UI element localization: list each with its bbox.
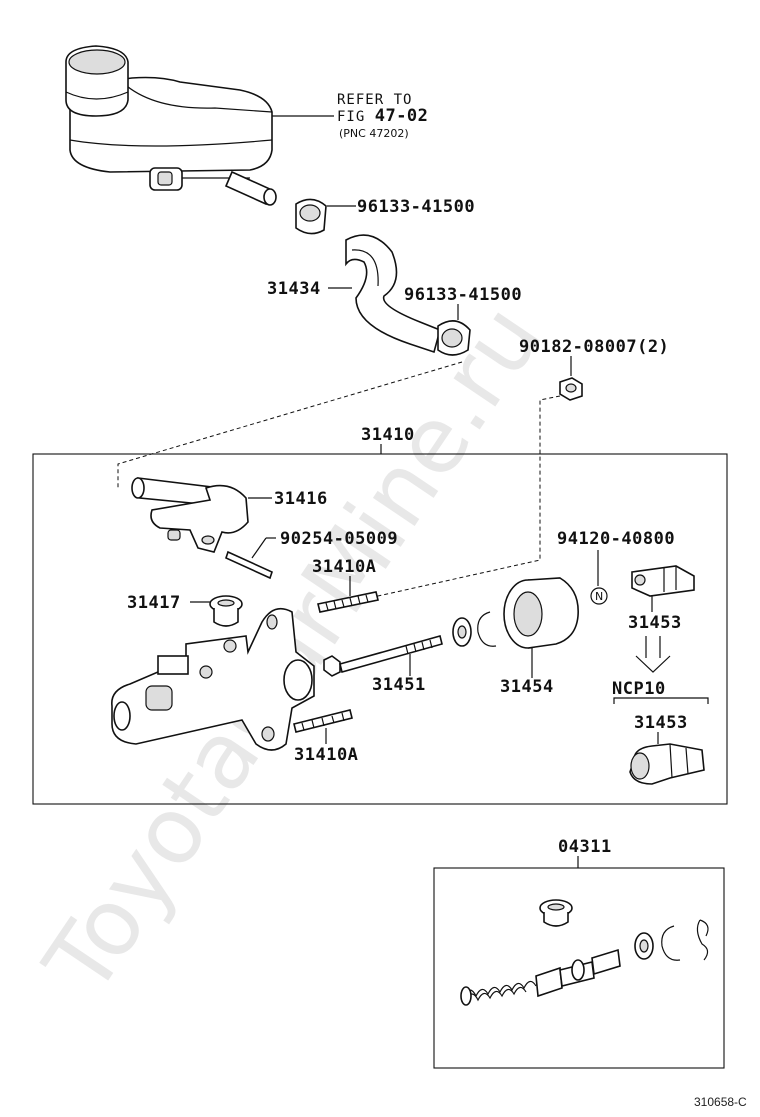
boot[interactable]: [503, 577, 579, 649]
label-variant[interactable]: NCP10: [612, 679, 666, 699]
variant-bracket: [613, 697, 709, 704]
kit-clip[interactable]: [696, 919, 709, 961]
label-assembly[interactable]: 31410: [361, 425, 415, 445]
label-plug[interactable]: 31417: [127, 593, 181, 613]
label-pin[interactable]: 90254-05009: [280, 529, 398, 549]
reservoir-outlet-pipe: [224, 170, 277, 206]
kit-spring-piston[interactable]: [460, 948, 621, 1006]
label-clevis[interactable]: 31453: [628, 613, 682, 633]
nut[interactable]: [559, 377, 583, 401]
plug[interactable]: [209, 595, 243, 627]
clevis-ncp10[interactable]: [629, 743, 705, 785]
reservoir-cap[interactable]: [65, 45, 129, 117]
stud-lower[interactable]: [293, 709, 353, 733]
label-union[interactable]: 31416: [274, 489, 328, 509]
label-clevis-variant[interactable]: 31453: [634, 713, 688, 733]
label-stud-upper[interactable]: 31410A: [312, 557, 376, 577]
label-clip-upper[interactable]: 96133-41500: [357, 197, 475, 217]
reservoir-hose[interactable]: [345, 234, 441, 354]
kit-box: [433, 867, 725, 1069]
clevis-upper[interactable]: [631, 565, 695, 597]
pin[interactable]: [225, 550, 273, 580]
stud-upper[interactable]: [317, 591, 379, 613]
svg-text:N: N: [595, 590, 603, 603]
variant-arrow: [635, 636, 671, 673]
kit-washer[interactable]: [634, 932, 654, 960]
label-push-rod[interactable]: 31451: [372, 675, 426, 695]
dash-hose-to-union: [117, 361, 463, 490]
reference-line1: REFER TO: [337, 92, 412, 108]
leader-pin-tail: [251, 537, 267, 559]
label-nut[interactable]: 90182-08007(2): [519, 337, 669, 357]
label-stud-lower[interactable]: 31410A: [294, 745, 358, 765]
push-rod[interactable]: [323, 635, 443, 677]
kit-snap-ring[interactable]: [661, 925, 681, 961]
figure-code: 310658-C: [694, 1095, 747, 1109]
label-kit[interactable]: 04311: [558, 837, 612, 857]
reference-line2: FIG 47-02: [337, 106, 428, 126]
label-clevis-code[interactable]: 94120-40800: [557, 529, 675, 549]
master-cylinder-body[interactable]: [111, 607, 315, 751]
snap-ring[interactable]: [477, 611, 497, 647]
reference-line3: (PNC 47202): [339, 127, 409, 140]
clip-upper[interactable]: [295, 198, 327, 235]
union-fitting[interactable]: [131, 477, 249, 553]
n-marker: N: [590, 587, 608, 605]
label-boot[interactable]: 31454: [500, 677, 554, 697]
kit-plug[interactable]: [539, 899, 573, 927]
label-clip-lower[interactable]: 96133-41500: [404, 285, 522, 305]
label-hose[interactable]: 31434: [267, 279, 321, 299]
clip-lower[interactable]: [437, 320, 471, 356]
washer[interactable]: [452, 617, 472, 647]
assembly-box: [32, 453, 728, 805]
dash-nut-to-stud: [359, 395, 561, 601]
